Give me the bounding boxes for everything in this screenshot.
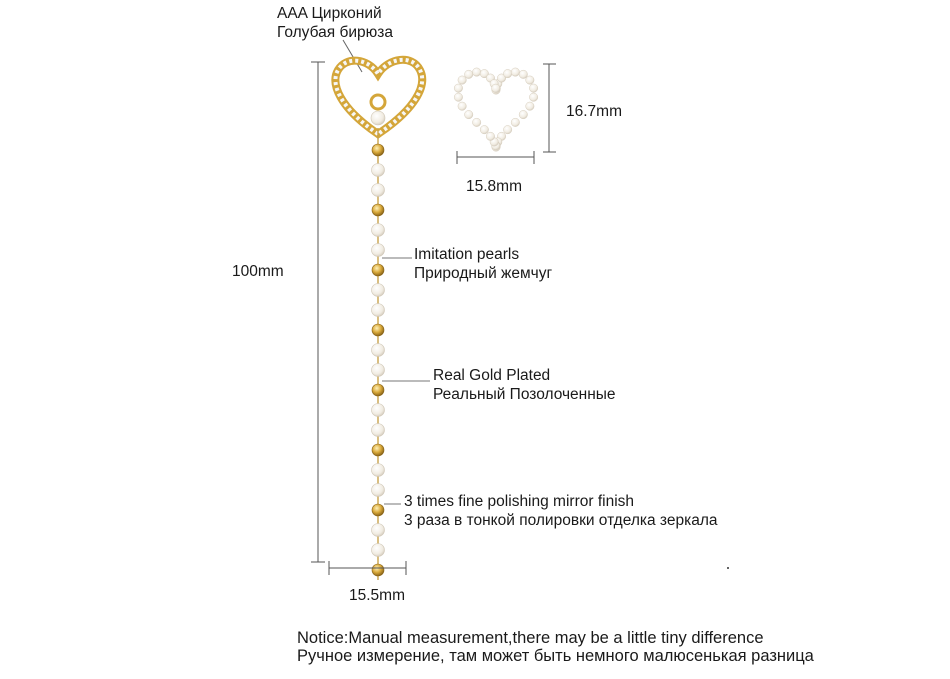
zirconia-label: AAA Цирконий Голубая бирюза: [277, 4, 393, 42]
zircon-heart: [331, 56, 427, 139]
chain-width-dimension: [328, 561, 407, 575]
heart-pearl: [518, 69, 528, 79]
chain-pearl: [371, 543, 385, 557]
chain-gold-bead: [371, 503, 385, 517]
gold-label-en: Real Gold Plated: [433, 367, 551, 384]
heart-pearl: [464, 110, 474, 120]
stray-dot: [727, 567, 729, 569]
heart-pearl: [453, 92, 463, 102]
zirconia-label-en: AAA Цирконий: [277, 5, 382, 22]
heart-pearl: [518, 110, 528, 120]
chain-pearl: [371, 183, 385, 197]
heart-pearl: [529, 92, 539, 102]
polish-label-en: 3 times fine polishing mirror finish: [404, 493, 635, 510]
heart-pearl: [503, 69, 513, 79]
chain-pearl: [371, 463, 385, 477]
chain-pearl: [371, 423, 385, 437]
heart-pearl: [485, 131, 495, 141]
chain-gold-bead: [371, 323, 385, 337]
zirconia-leader-line: [342, 39, 363, 73]
heart-pearl: [453, 83, 463, 93]
chain-pearl: [371, 403, 385, 417]
chain-gold-bead: [371, 443, 385, 457]
heart-pearl: [525, 75, 535, 85]
heart-pearl: [472, 67, 482, 77]
chain-pearl: [371, 343, 385, 357]
chain-gold-bead: [371, 383, 385, 397]
heart-pearl: [464, 69, 474, 79]
heart-pearl: [457, 75, 467, 85]
pearl-gold-chain: [371, 128, 385, 580]
pearls-label-ru: Природный жемчуг: [414, 265, 553, 282]
heart-pearl: [479, 125, 489, 135]
pearls-label-en: Imitation pearls: [414, 246, 520, 263]
length-measure: 100mm: [232, 263, 284, 280]
heart-pearl: [525, 101, 535, 111]
heart-pearl: [503, 125, 513, 135]
chain-pearl: [371, 283, 385, 297]
chain-pearl: [371, 483, 385, 497]
heart-pearl: [529, 83, 539, 93]
heart-pearl: [491, 83, 501, 93]
chain-width-measure: 15.5mm: [349, 587, 405, 604]
gold-label: Real Gold Plated Реальный Позолоченные: [433, 366, 616, 404]
zirconia-label-ru: Голубая бирюза: [277, 24, 393, 41]
polish-label: 3 times fine polishing mirror finish 3 р…: [404, 492, 718, 530]
chain-pearl: [371, 363, 385, 377]
pearls-label: Imitation pearls Природный жемчуг: [414, 245, 552, 283]
chain-gold-bead: [371, 203, 385, 217]
heart-pearl: [510, 67, 520, 77]
heart-width-dimension: [456, 151, 535, 164]
notice: Notice:Manual measurement,there may be a…: [297, 629, 814, 665]
notice-en: Notice:Manual measurement,there may be a…: [297, 629, 764, 647]
heart-pearl: [472, 117, 482, 127]
gold-label-ru: Реальный Позолоченные: [433, 386, 616, 403]
chain-pearl: [371, 243, 385, 257]
chain-gold-bead: [371, 143, 385, 157]
notice-ru: Ручное измерение, там может быть немного…: [297, 647, 814, 665]
heart-pearl: [479, 69, 489, 79]
heart-width-measure: 15.8mm: [466, 178, 522, 195]
heart-pearl: [510, 117, 520, 127]
chain-pearl: [371, 163, 385, 177]
chain-gold-bead: [371, 563, 385, 577]
heart-height-measure: 16.7mm: [566, 103, 622, 120]
heart-pearl: [457, 101, 467, 111]
polish-label-ru: 3 раза в тонкой полировки отделка зеркал…: [404, 512, 718, 529]
chain-pearl: [371, 223, 385, 237]
heart-pearl: [497, 73, 507, 83]
chain-gold-bead: [371, 263, 385, 277]
length-dimension: [311, 61, 325, 563]
heart-height-dimension: [543, 63, 556, 153]
pearl-heart: [453, 67, 539, 152]
chain-pearl: [371, 523, 385, 537]
chain-pearl: [371, 303, 385, 317]
